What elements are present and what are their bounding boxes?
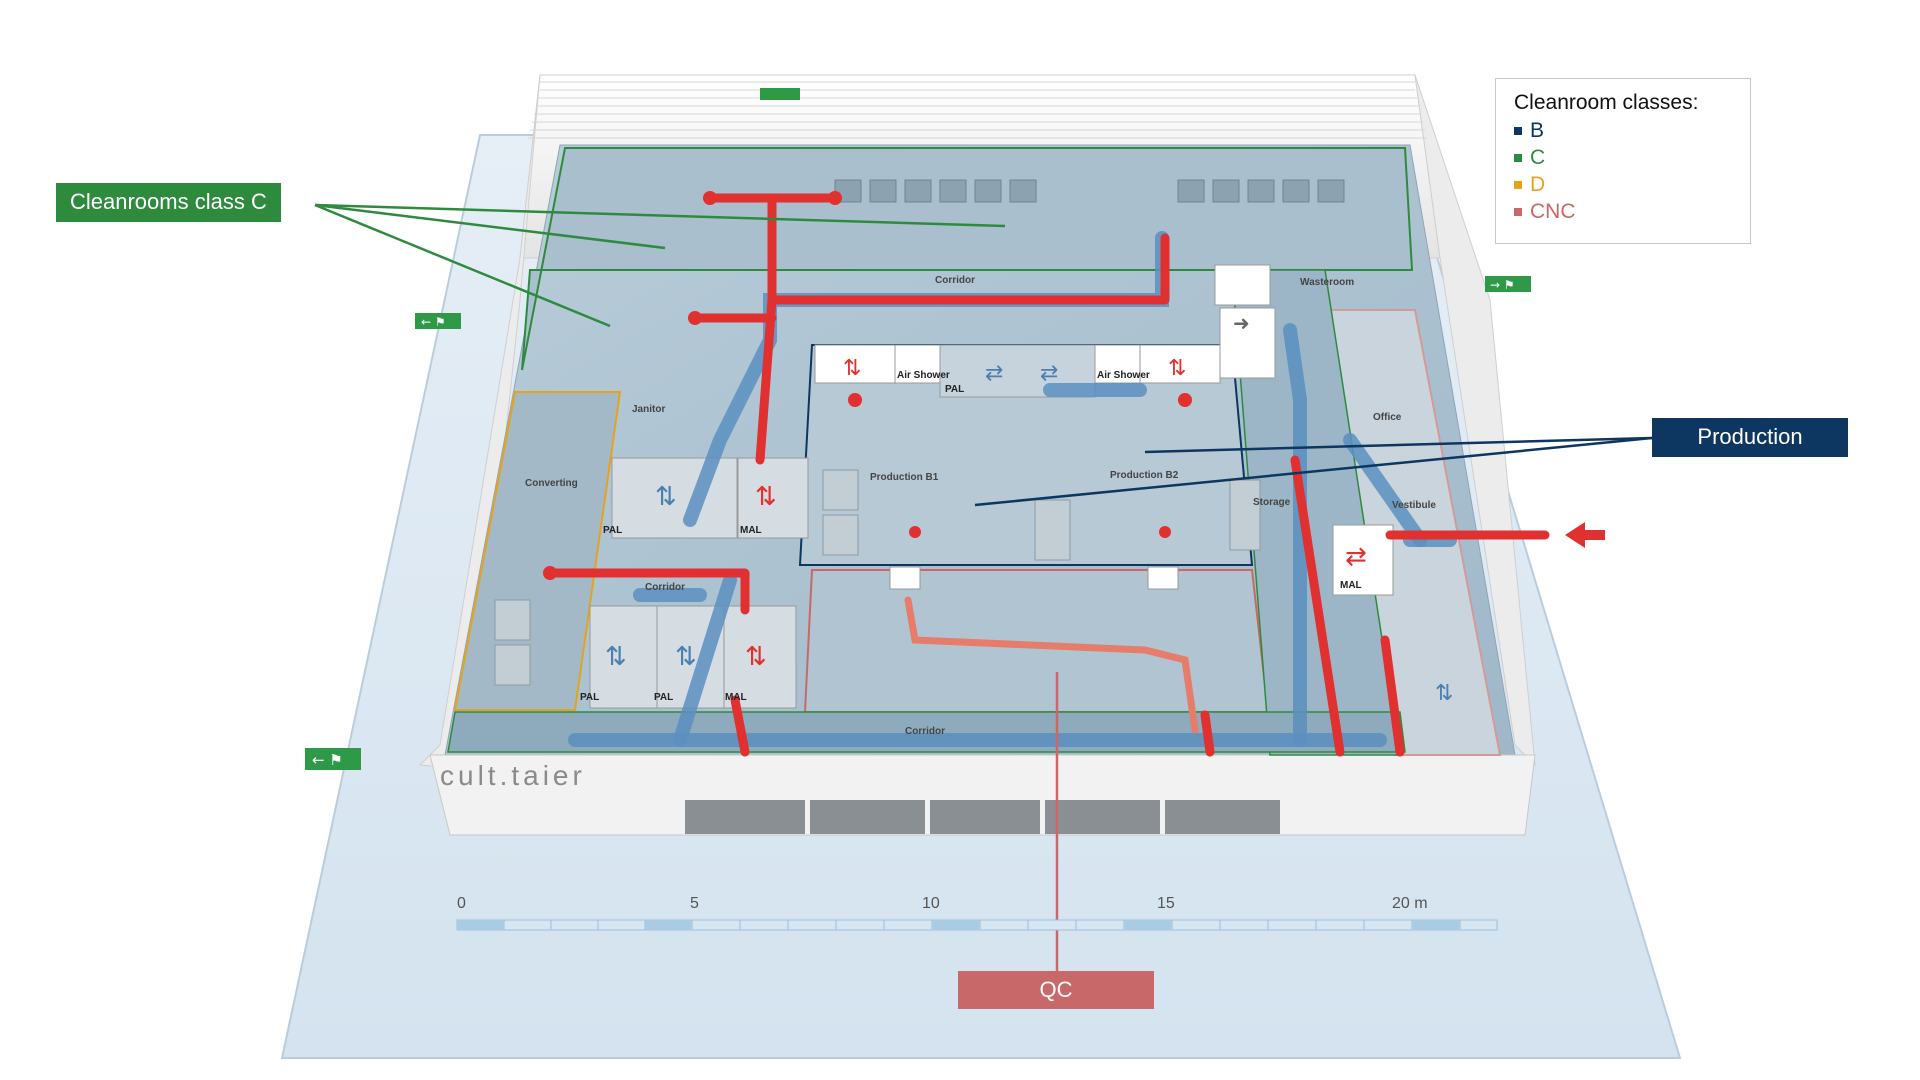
legend-swatch-c [1514,153,1522,162]
room-label-converting: Converting [525,478,578,489]
facade-window-2 [810,800,925,834]
exit-sign-right: → ⚑ [1485,276,1531,292]
svg-text:⇄: ⇄ [985,361,1003,386]
facade-window-4 [1045,800,1160,834]
room-label-vestibule: Vestibule [1392,500,1436,511]
facade-window-1 [685,800,805,834]
room-label-storage: Storage [1253,497,1291,508]
callout-cleanrooms-class-c: Cleanrooms class C [56,183,281,222]
legend-swatch-cnc [1514,207,1522,216]
room-label-office: Office [1373,412,1402,423]
passbox-qc-left [889,566,921,590]
tag-pal-bottom-2: PAL [654,692,673,703]
legend-swatch-b [1514,126,1522,135]
room-label-wasteroom: Wasteroom [1300,277,1354,288]
legend-label-c: C [1530,146,1546,169]
legend-swatch-d [1514,180,1522,189]
svg-text:← ⚑: ← ⚑ [421,315,446,329]
legend: Cleanroom classes: B C D CNC [1495,78,1751,244]
scale-tick-20: 20 m [1392,895,1428,912]
legend-label-b: B [1530,119,1545,142]
callout-qc: QC [958,971,1154,1009]
tag-mal-right: MAL [1340,580,1362,591]
airlock-left-mid [611,457,809,539]
callout-lines-production [974,436,1653,507]
incoming-air-arrow [1565,522,1605,548]
tag-mal-left: MAL [740,525,762,536]
equipment-left [494,469,1261,686]
room-label-production-b1: Production B1 [870,472,939,483]
svg-text:➜: ➜ [1233,311,1250,335]
equipment-top-row [834,179,1345,203]
room-label-corridor-bottom: Corridor [905,726,945,737]
svg-text:⇅: ⇅ [1168,356,1186,381]
zone-qc [803,569,1270,713]
scale-tick-15: 15 [1157,895,1175,912]
legend-label-d: D [1530,173,1546,196]
legend-item-c: C [1514,144,1732,171]
svg-text:⇄: ⇄ [1040,361,1058,386]
legend-item-d: D [1514,171,1732,198]
supply-air-ducts [545,193,1550,757]
passbox-qc-right [1147,566,1179,590]
room-label-corridor-top: Corridor [935,275,975,286]
tag-pal-left: PAL [603,525,622,536]
callout-lines-class-c [314,203,1006,328]
tag-air-shower-2: Air Shower [1097,370,1150,381]
svg-text:⇅: ⇅ [755,482,777,512]
tag-pal-bottom-1: PAL [580,692,599,703]
svg-text:⇅: ⇅ [843,356,861,381]
callout-production: Production [1652,418,1848,457]
scale-tick-0: 0 [457,895,466,912]
legend-item-cnc: CNC [1514,198,1732,225]
svg-text:⇅: ⇅ [605,642,627,672]
exit-sign-left-upper: ← ⚑ [415,313,461,329]
room-label-corridor-mid: Corridor [645,582,685,593]
exit-sign-top [760,88,800,100]
tag-mal-bottom: MAL [725,692,747,703]
facade-window-3 [930,800,1040,834]
svg-text:⇅: ⇅ [655,482,677,512]
facade-window-5 [1165,800,1280,834]
legend-item-b: B [1514,117,1732,144]
supply-air-drops [543,191,1192,580]
airlock-left-bottom [589,605,797,709]
exit-sign-left-lower: ← ⚑ [305,748,361,770]
room-label-production-b2: Production B2 [1110,470,1179,481]
svg-text:⇄: ⇄ [1345,542,1367,572]
wall-stripes [528,81,1427,139]
legend-label-cnc: CNC [1530,200,1576,223]
svg-text:← ⚑: ← ⚑ [312,751,343,769]
zone-class-c-top [521,147,1414,371]
tag-pal-top: PAL [945,384,964,395]
svg-text:→ ⚑: → ⚑ [1490,278,1515,292]
scale-tick-5: 5 [690,895,699,912]
qc-supply-duct [904,596,1199,734]
svg-text:⇅: ⇅ [1435,681,1453,706]
legend-title: Cleanroom classes: [1514,91,1699,114]
room-label-janitor: Janitor [632,404,665,415]
tag-air-shower-1: Air Shower [897,370,950,381]
svg-text:⇅: ⇅ [675,642,697,672]
scale-bar [456,919,1498,931]
airlock-arrow-icons: ⇅ ⇅ ⇄ ⇄ ⇅ ⇅ ⇅ ⇅ ⇅ ⇄ ⇅ ➜ [605,311,1453,706]
svg-text:⇅: ⇅ [745,642,767,672]
scale-tick-10: 10 [922,895,940,912]
brand-text: cult.taier [440,760,586,791]
airlock-right-mal [1332,524,1394,596]
